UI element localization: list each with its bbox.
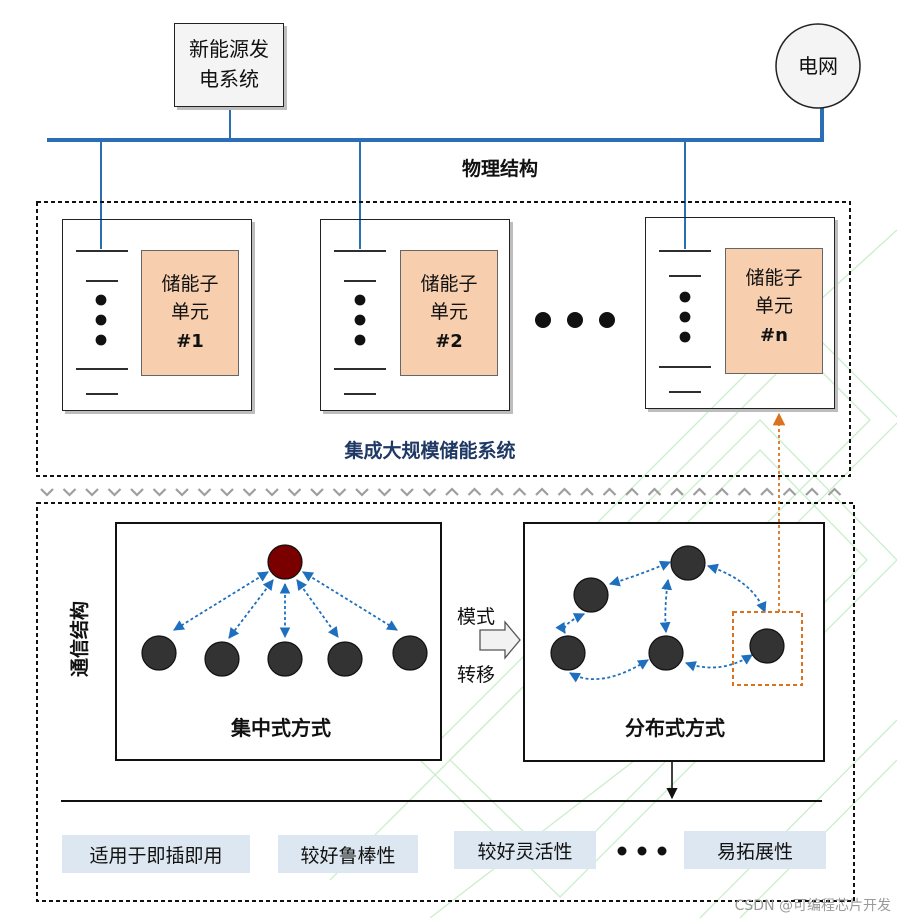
centralized-links (173, 571, 398, 639)
chevron-down-icon (355, 488, 369, 497)
chevron-down-icon (310, 488, 324, 497)
dist-node (670, 545, 706, 581)
chevron-separator (40, 487, 842, 497)
chevron-up-icon (625, 487, 639, 496)
highlight-box (732, 611, 803, 686)
unit-symbols (76, 250, 711, 395)
storage-system-title: 集成大规模储能系统 (344, 440, 516, 462)
unit-label-line2: 单元 (429, 301, 468, 323)
chevron-down-icon (130, 488, 144, 497)
transfer-label-line1: 模式 (456, 606, 495, 628)
dist-node (550, 635, 586, 671)
chevron-up-icon (535, 487, 549, 496)
storage-unit-1 (62, 219, 252, 411)
storage-unit-2 (320, 219, 510, 411)
unit-panel-2: 储能子 单元 #2 (400, 250, 498, 376)
dist-node (573, 577, 609, 613)
chevron-down-icon (332, 488, 347, 497)
leaf-node (267, 641, 303, 677)
chevron-down-icon (40, 488, 54, 497)
physical-structure-title: 物理结构 (461, 158, 538, 180)
chevron-down-icon (400, 488, 414, 497)
features-ellipsis (617, 846, 667, 856)
dist-node (648, 635, 684, 671)
chevron-up-icon (670, 487, 684, 496)
chevron-down-icon (85, 488, 99, 497)
chevron-down-icon (242, 488, 257, 497)
source-label-line2: 电系统 (199, 67, 259, 91)
chevron-up-icon (557, 487, 572, 496)
leaf-node (141, 635, 177, 671)
distributed-links (555, 560, 767, 683)
chevron-down-icon (287, 488, 302, 497)
chevron-up-icon (805, 487, 819, 496)
centralized-nodes (141, 544, 428, 677)
feature-robustness: 较好鲁棒性 (278, 835, 418, 873)
chevron-down-icon (152, 488, 167, 497)
chevron-up-icon (445, 487, 459, 496)
feature-scalability: 易拓展性 (684, 831, 826, 869)
storage-system-region (36, 201, 851, 477)
grid-circle (775, 23, 861, 109)
watermark-text: CSDN @可编程芯片开发 (734, 898, 891, 914)
communication-region (36, 502, 855, 902)
unit-label-line1: 储能子 (745, 267, 803, 289)
unit-label-line1: 储能子 (420, 273, 478, 295)
unit-label-line1: 储能子 (161, 273, 219, 295)
feature-flexibility: 较好灵活性 (454, 831, 596, 869)
distributed-title: 分布式方式 (625, 716, 725, 740)
unit-id: #2 (435, 331, 463, 352)
chevron-down-icon (220, 488, 234, 497)
units-ellipsis (535, 312, 615, 328)
leaf-node (204, 641, 240, 677)
unit-label-line2: 单元 (170, 301, 209, 323)
chevron-down-icon (377, 488, 392, 497)
chevron-up-icon (490, 487, 504, 496)
chevron-down-icon (175, 488, 189, 497)
chevron-up-icon (692, 487, 707, 496)
unit-id: #1 (176, 331, 204, 352)
central-node (267, 544, 303, 580)
chevron-up-icon (715, 487, 729, 496)
chevron-up-icon (467, 487, 482, 496)
chevron-down-icon (422, 488, 437, 497)
transfer-arrow (479, 620, 521, 660)
chevron-down-icon (62, 488, 77, 497)
leaf-node (392, 635, 428, 671)
chevron-up-icon (782, 487, 797, 496)
transfer-label-line2: 转移 (456, 664, 495, 686)
unit-panel-1: 储能子 单元 #1 (141, 250, 239, 376)
distributed-nodes (550, 545, 785, 671)
chevron-up-icon (602, 487, 617, 496)
dist-node (749, 628, 785, 664)
chevron-down-icon (107, 488, 122, 497)
source-label-line1: 新能源发 (189, 37, 269, 61)
chevron-up-icon (760, 487, 774, 496)
chevron-up-icon (827, 487, 842, 496)
power-bus (47, 106, 824, 249)
chevron-down-icon (265, 488, 279, 497)
chevron-down-icon (197, 488, 212, 497)
centralized-title: 集中式方式 (231, 716, 331, 740)
storage-unit-n (645, 217, 835, 409)
leaf-node (327, 641, 363, 677)
chevron-up-icon (580, 487, 594, 496)
unit-panel-n: 储能子 单元 #n (725, 248, 823, 374)
chevron-up-icon (647, 487, 662, 496)
feature-plug-and-play: 适用于即插即用 (62, 835, 250, 873)
communication-structure-title: 通信结构 (69, 601, 91, 678)
grid-label: 电网 (798, 54, 838, 78)
unit-id: #n (760, 325, 788, 346)
unit-label-line2: 单元 (754, 295, 793, 317)
new-energy-source-box: 新能源发 电系统 (174, 23, 284, 107)
chevron-up-icon (512, 487, 527, 496)
chevron-up-icon (737, 487, 752, 496)
